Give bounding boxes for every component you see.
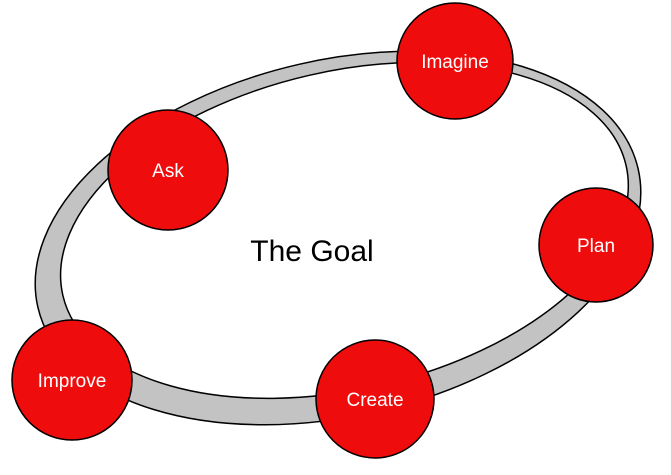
node-imagine-circle — [396, 2, 514, 120]
node-improve: Improve — [11, 319, 133, 441]
node-create-circle — [315, 339, 435, 459]
node-ask-circle — [107, 109, 229, 231]
diagram-title: The Goal — [250, 235, 373, 268]
node-improve-circle — [11, 319, 133, 441]
node-imagine: Imagine — [396, 2, 514, 120]
node-create: Create — [315, 339, 435, 459]
node-ask: Ask — [107, 109, 229, 231]
node-plan-circle — [538, 187, 654, 303]
node-create-label: Create — [346, 390, 403, 411]
node-improve-label: Improve — [38, 371, 107, 392]
node-imagine-label: Imagine — [421, 52, 489, 73]
node-plan: Plan — [538, 187, 654, 303]
node-plan-label: Plan — [577, 236, 615, 257]
node-ask-label: Ask — [152, 161, 184, 182]
